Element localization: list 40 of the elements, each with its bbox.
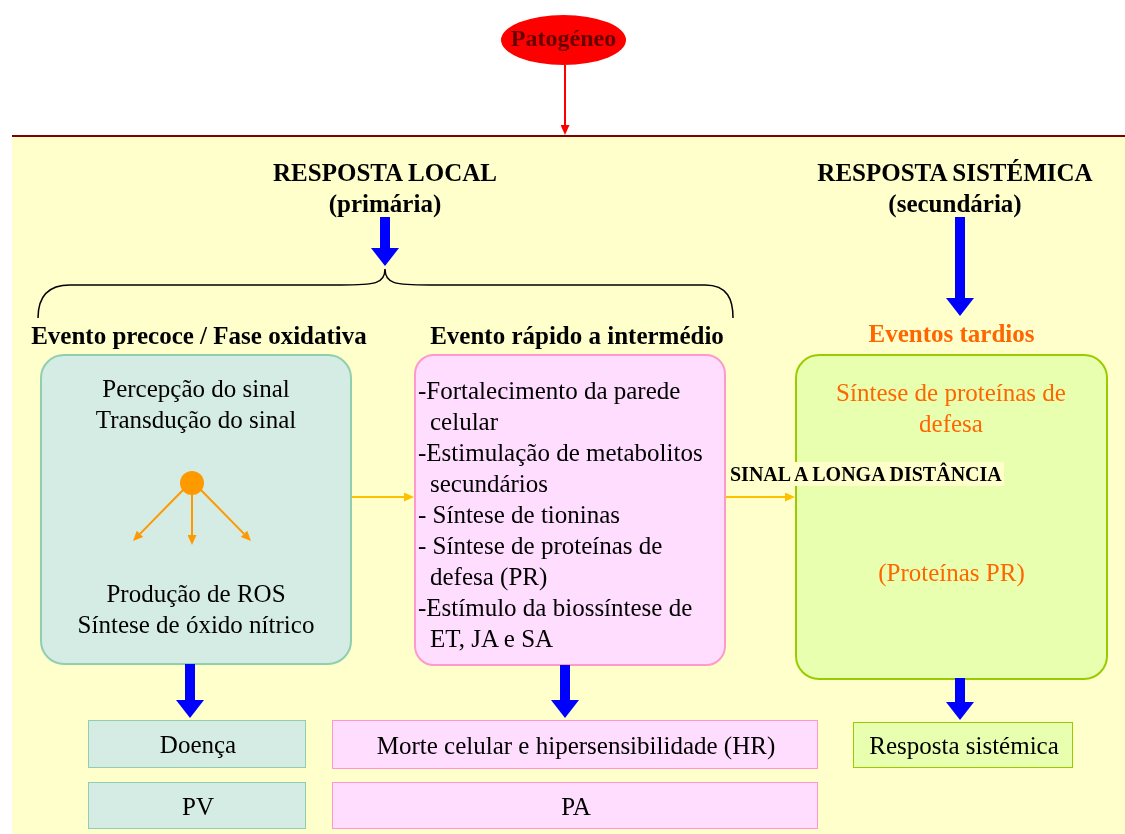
panel-background <box>12 135 1125 834</box>
arrow <box>725 492 795 502</box>
list-item: - Síntese de tioninas <box>418 500 622 530</box>
heading: RESPOSTA SISTÉMICA (secundária) <box>816 158 1094 219</box>
arrow <box>371 217 399 266</box>
arrow <box>946 678 974 720</box>
heading: RESPOSTA LOCAL (primária) <box>272 158 498 219</box>
outcome-box <box>88 720 306 768</box>
list-item: -Estímulo da biossíntese de ET, JA e SA <box>418 593 694 654</box>
arrow <box>560 64 570 135</box>
arrow <box>351 492 414 502</box>
box-text: Morte celular e hipersensibilidade (HR) <box>375 731 777 761</box>
node-label: Patogéneo <box>509 24 618 53</box>
heading: Evento rápido a intermédio <box>429 321 725 351</box>
box-text: Percepção do sinal <box>101 374 291 404</box>
outcome-box <box>88 782 306 829</box>
list-item: -Fortalecimento da parede celular <box>418 376 682 437</box>
outcome-box <box>332 720 818 769</box>
arrow <box>199 488 251 541</box>
arrow <box>551 665 579 718</box>
edge-label: SINAL A LONGA DISTÂNCIA <box>728 462 1004 486</box>
box-text: Transdução do sinal <box>94 405 298 435</box>
box-text: PV <box>181 792 215 822</box>
box-text: Doença <box>158 730 238 760</box>
list-item: -Estimulação de metabolitos secundários <box>418 438 704 499</box>
arrow <box>187 492 197 545</box>
heading: Evento precoce / Fase oxidativa <box>30 321 368 351</box>
arrow <box>946 217 974 316</box>
outcome-box <box>853 722 1073 768</box>
box-text: (Proteínas PR) <box>877 558 1026 588</box>
heading: Eventos tardios <box>867 319 1036 349</box>
arrow <box>133 488 185 541</box>
box-text: Síntese de proteínas de defesa <box>835 378 1067 439</box>
list-item: - Síntese de proteínas de defesa (PR) <box>418 531 664 592</box>
outcome-box <box>332 782 818 829</box>
arrow <box>176 664 204 718</box>
box-text: PA <box>560 792 592 822</box>
box-text: Produção de ROS <box>105 579 287 609</box>
box-text: Resposta sistémica <box>868 731 1060 761</box>
box-text: Síntese de óxido nítrico <box>76 610 316 640</box>
